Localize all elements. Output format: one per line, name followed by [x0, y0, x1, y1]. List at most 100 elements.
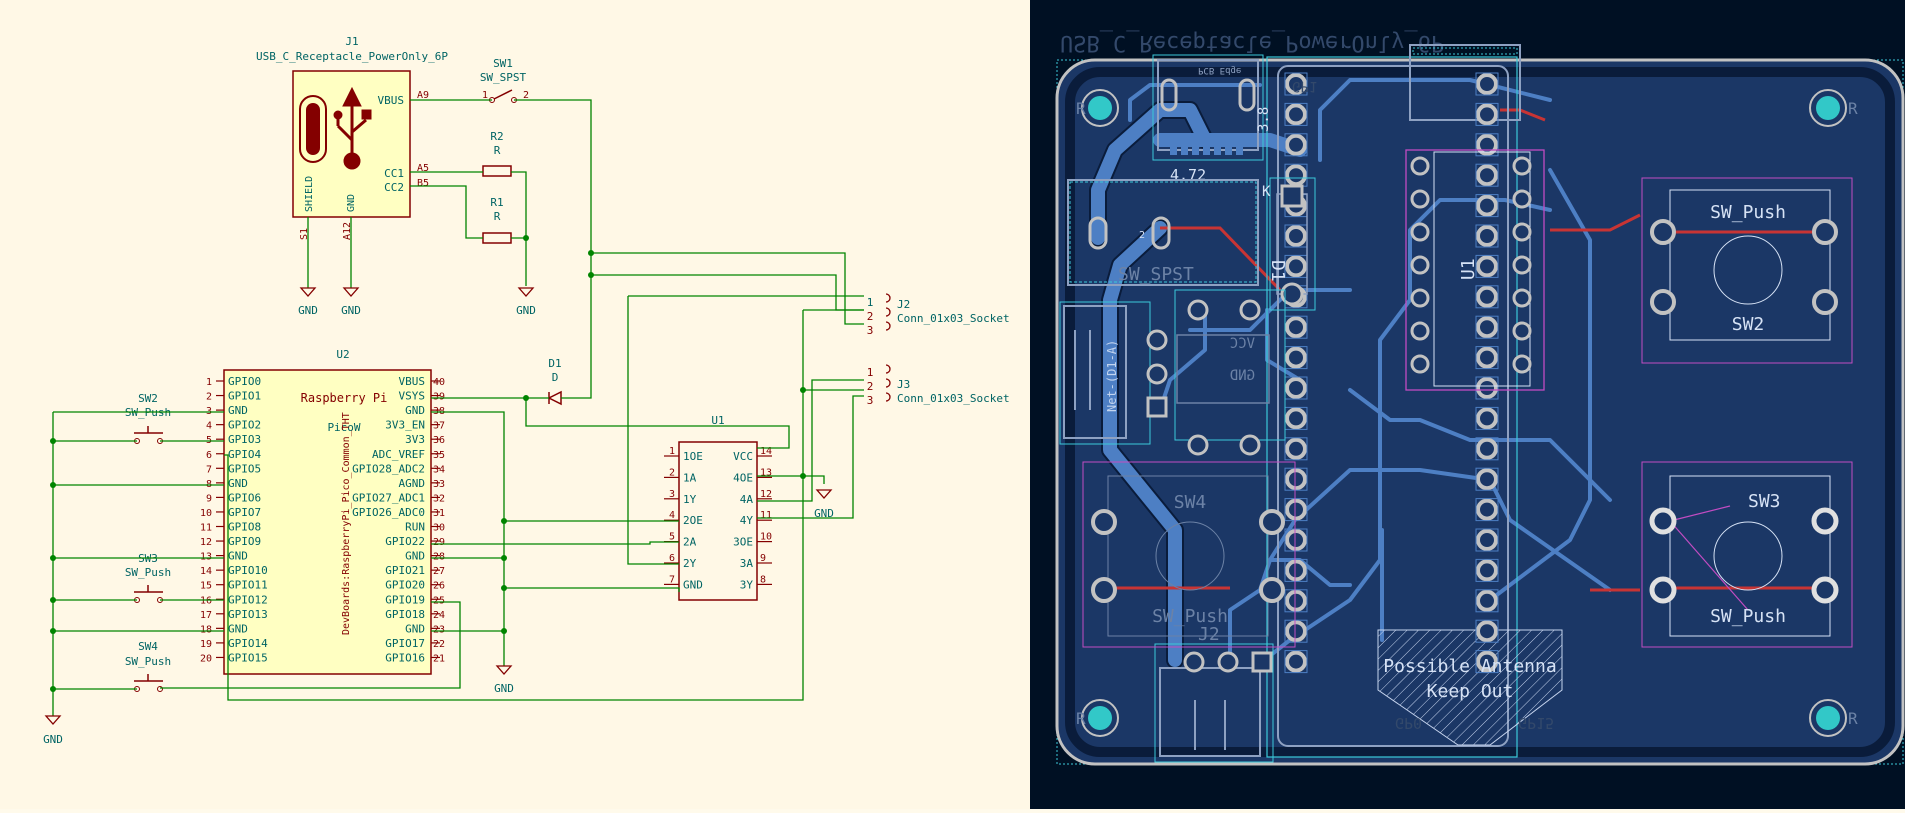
pico-pad [1476, 133, 1498, 156]
u2-pin-number: 35 [433, 450, 445, 461]
u2-pin-name: GPIO17 [385, 637, 425, 650]
schematic-wires [52, 99, 864, 716]
u2-pin-name: GPIO16 [385, 651, 425, 664]
u2-pin-name: ADC_VREF [372, 448, 425, 461]
u2-pin-name: VSYS [399, 390, 426, 403]
gnd-label: GND [814, 507, 834, 520]
u1-pad [1410, 222, 1430, 242]
u1-pin-name: GND [683, 578, 703, 591]
svg-text:SW_Push: SW_Push [1710, 606, 1786, 627]
svg-text:1: 1 [867, 366, 874, 379]
pico-pad [1476, 650, 1498, 673]
pico-pad [1476, 559, 1498, 582]
pico-pad-outline [1475, 346, 1499, 370]
u1-pin-name: 2Y [683, 557, 697, 570]
pico-pad [1285, 73, 1307, 95]
pico-pad-outline [1475, 194, 1499, 218]
sw1-switch: SW1 SW_SPST 1 2 [480, 57, 529, 103]
u1-pin-name: 1Y [683, 493, 697, 506]
pico-pad-outline [1475, 224, 1499, 248]
u2-pin-number: 30 [433, 523, 445, 534]
u2-pin-number: 16 [200, 595, 212, 606]
svg-text:SW_Push: SW_Push [125, 655, 171, 668]
svg-text:R: R [1076, 709, 1086, 728]
u2-pin-number: 29 [433, 537, 445, 548]
u2-pin-number: 33 [433, 479, 445, 490]
svg-text:R2: R2 [490, 130, 503, 143]
svg-text:SHIELD: SHIELD [304, 176, 315, 212]
u2-pin-name: 3V3 [405, 433, 425, 446]
u2-right-pins: 40VBUS39VSYS38GND373V3_EN363V335ADC_VREF… [352, 375, 445, 664]
pcb-canvas: USB_C_Receptacle_PowerOnly_6P R R R R [1055, 30, 1905, 766]
gnd-label: GND [298, 304, 318, 317]
svg-text:Conn_01x03_Socket: Conn_01x03_Socket [897, 312, 1010, 325]
d1-diode: D1 D [547, 357, 562, 406]
u2-raspberry-pi-pico: U2 Raspberry Pi PicoW DevBoards:Raspberr… [200, 348, 445, 675]
u2-pin-name: GPIO0 [228, 375, 261, 388]
svg-text:VCC: VCC [1230, 336, 1255, 352]
svg-text:SW_SPST: SW_SPST [480, 71, 527, 84]
u1-pin-name: 3OE [733, 536, 753, 549]
svg-text:SW2: SW2 [138, 392, 158, 405]
u2-pin-number: 14 [200, 566, 212, 577]
svg-text:SW2: SW2 [1732, 314, 1765, 335]
u1-pin-number: 6 [669, 553, 675, 564]
u2-pin-name: GPIO5 [228, 462, 261, 475]
gnd-label: GND [43, 733, 63, 746]
pico-pad [1476, 468, 1498, 491]
svg-text:D1: D1 [1267, 260, 1288, 282]
u2-footprint: DevBoards:RaspberryPi_Pico_Common_THT [341, 412, 352, 635]
pico-pad-outline [1475, 558, 1499, 582]
pico-pad [1476, 316, 1498, 339]
svg-text:2: 2 [523, 90, 529, 101]
u2-pin-number: 18 [200, 624, 212, 635]
r1-resistor: R1 R [482, 196, 512, 244]
u1-pin-number: 8 [760, 574, 766, 585]
d1-footprint: D1 K [1262, 177, 1316, 311]
svg-text:SW_Push: SW_Push [125, 566, 171, 579]
u2-pin-name: GPIO28_ADC2 [352, 462, 425, 475]
pico-pad [1476, 103, 1498, 126]
pico-pad [1285, 437, 1307, 460]
pico-pad-outline [1284, 72, 1308, 96]
u1-pin-name: 1OE [683, 450, 703, 463]
pcb-panel: USB_C_Receptacle_PowerOnly_6P R R R R [1030, 0, 1905, 809]
u1-pin-number: 13 [760, 467, 772, 478]
sw4-push-button: SW4 SW_Push [125, 640, 171, 692]
u2-pin-name: GPIO12 [228, 593, 268, 606]
svg-text:3: 3 [867, 394, 874, 407]
u2-pin-number: 15 [200, 581, 212, 592]
schematic-panel: J1 USB_C_Receptacle_PowerOnly_6P VBUS CC… [43, 35, 1010, 746]
pico-pad [1285, 529, 1307, 551]
u2-pin-name: GPIO3 [228, 433, 261, 446]
u2-pin-name: GPIO13 [228, 608, 268, 621]
u1-pad [1512, 354, 1532, 374]
u1-pin-name: 2OE [683, 514, 703, 527]
u2-pin-number: 40 [433, 377, 445, 388]
u2-pin-number: 22 [433, 639, 445, 650]
u2-pin-name: GPIO27_ADC1 [352, 491, 425, 504]
gnd-label: GND [341, 304, 361, 317]
u1-pad [1410, 189, 1430, 209]
u1-pad [1410, 288, 1430, 308]
u2-pin-name: GPIO7 [228, 506, 261, 519]
u2-pin-name: GND [228, 550, 248, 563]
u2-pin-number: 34 [433, 464, 445, 475]
pico-pad-outline [1475, 102, 1499, 126]
u1-pin-name: VCC [733, 450, 753, 463]
pico-pad [1476, 529, 1498, 551]
svg-text:SW4: SW4 [1174, 492, 1207, 513]
u2-pin-name: GND [405, 404, 425, 417]
u1-pin-number: 14 [760, 446, 772, 457]
j3-connector: 1 2 3 J3 Conn_01x03_Socket [867, 364, 1010, 407]
antenna-label-1: Possible Antenna [1383, 656, 1556, 677]
u2-pin-name: GPIO20 [385, 579, 425, 592]
u2-pin-name: GPIO14 [228, 637, 268, 650]
u2-pin-name: GPIO19 [385, 593, 425, 606]
u2-pin-number: 6 [206, 450, 212, 461]
antenna-label-2: Keep Out [1427, 681, 1514, 702]
u2-pin-name: GND [405, 622, 425, 635]
svg-text:B5: B5 [417, 178, 429, 189]
